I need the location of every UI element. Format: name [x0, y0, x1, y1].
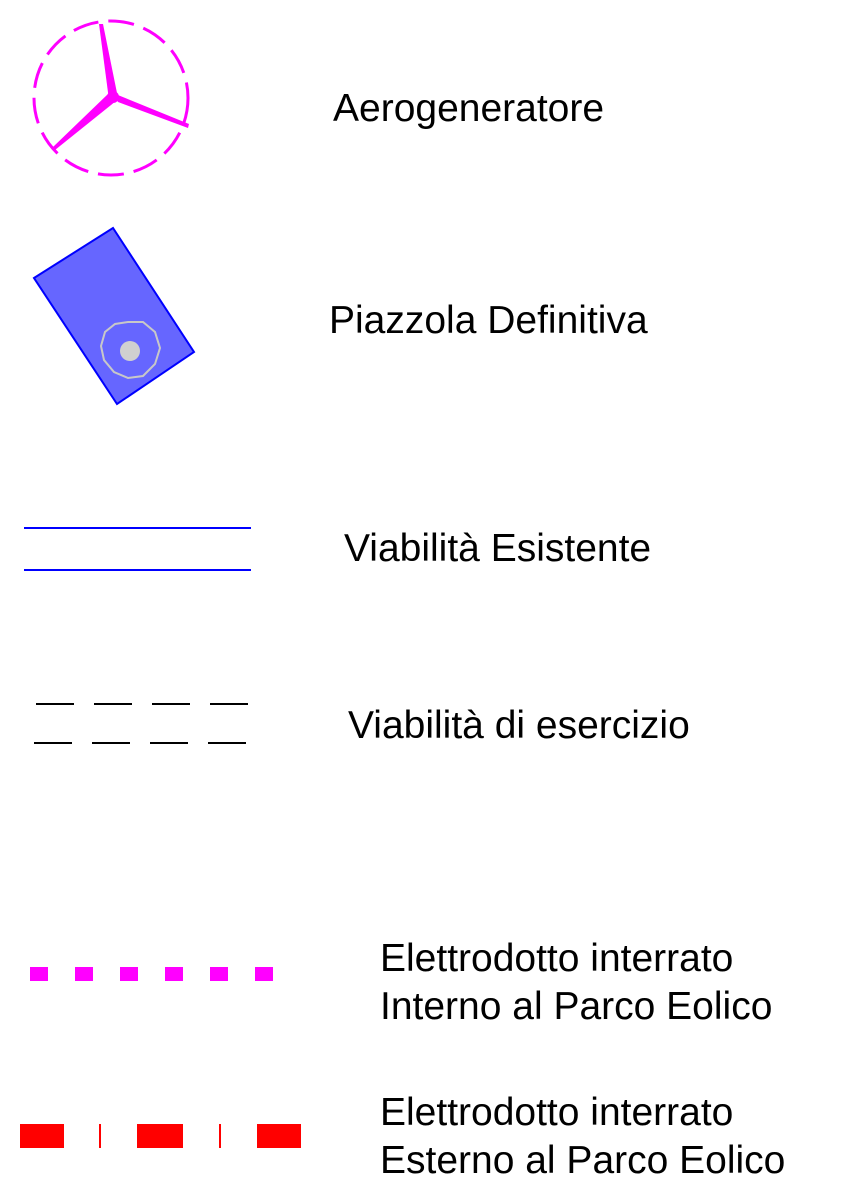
platform-turbine-ring — [99, 321, 162, 380]
existing-road-icon — [24, 527, 251, 571]
dot-segment — [219, 1124, 221, 1148]
platform-turbine-base — [120, 341, 140, 361]
dash-segment — [20, 1124, 64, 1148]
aerogeneratore-label: Aerogeneratore — [333, 87, 605, 130]
dash-segment — [137, 1124, 183, 1148]
elettrodotto-esterno-label: Elettrodotto interrato Esterno al Parco … — [380, 1089, 785, 1185]
elettrodotto-interno-line1: Elettrodotto interrato — [380, 937, 734, 980]
elettrodotto-interno-label: Elettrodotto interrato Interno al Parco … — [380, 935, 772, 1031]
rotor-circle — [32, 19, 190, 177]
external-power-line-icon — [20, 1124, 301, 1148]
turbine-blade-left — [53, 94, 116, 150]
platform-rectangle — [32, 226, 196, 406]
platform-icon — [32, 226, 196, 406]
viabilita-di-esercizio-label: Viabilità di esercizio — [348, 704, 690, 747]
turbine-blade-top — [99, 24, 118, 100]
turbine-hub — [107, 91, 119, 103]
turbine-blade-right — [113, 93, 189, 128]
service-road-icon — [34, 703, 262, 744]
elettrodotto-interno-line2: Interno al Parco Eolico — [380, 985, 773, 1028]
dash-segment — [257, 1124, 301, 1148]
internal-power-line-icon — [30, 967, 298, 981]
piazzola-definitiva-label: Piazzola Definitiva — [329, 299, 648, 342]
elettrodotto-esterno-line1: Elettrodotto interrato — [380, 1091, 734, 1134]
dot-segment — [99, 1124, 101, 1148]
wind-turbine-icon — [32, 19, 190, 177]
elettrodotto-esterno-line2: Esterno al Parco Eolico — [380, 1139, 786, 1182]
viabilita-esistente-label: Viabilità Esistente — [344, 527, 652, 570]
